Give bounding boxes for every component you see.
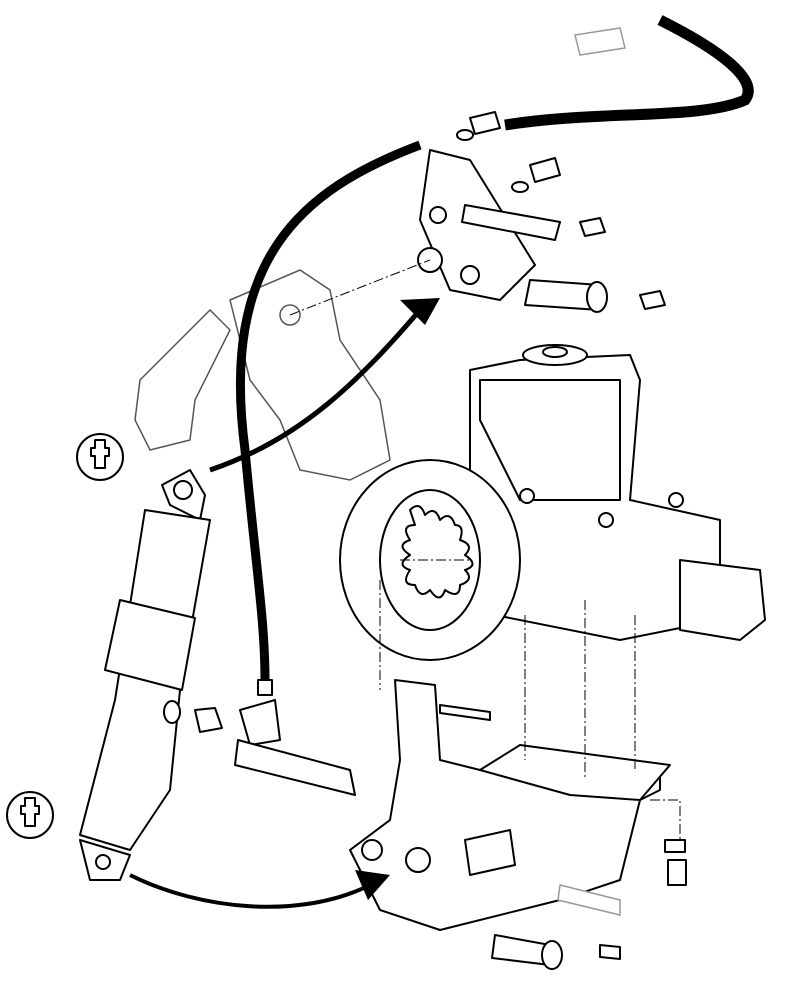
lower-bracket	[349, 679, 687, 970]
centerlines	[289, 259, 681, 840]
grease-fitting-top	[76, 433, 124, 481]
upper-bracket	[417, 111, 666, 313]
axle-housing	[339, 344, 766, 661]
steering-cylinder	[79, 469, 356, 881]
grease-fitting-bottom	[6, 791, 54, 839]
ghost-knuckle	[134, 269, 391, 481]
flow-arrows	[129, 298, 440, 909]
hydraulic-hose	[236, 15, 754, 696]
